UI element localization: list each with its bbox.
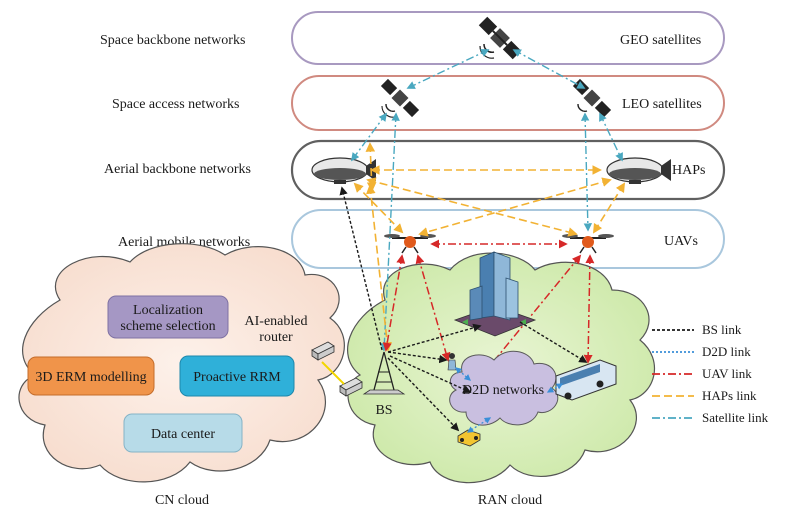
band-label-leo: LEO satellites (622, 97, 702, 112)
bs-label: BS (375, 403, 392, 418)
cn-cloud-label: CN cloud (155, 493, 209, 508)
band-label-uavs: UAVs (664, 234, 698, 249)
legend-item-uav-link: UAV link (652, 366, 752, 381)
user-icon (447, 353, 457, 371)
cn-box-datacenter[interactable]: Data center (123, 413, 243, 453)
layer-label-aerial-backbone: Aerial backbone networks (104, 162, 251, 177)
bs-link-hap (339, 186, 383, 351)
router-link (321, 361, 345, 385)
sat-link-geo-leo-right (512, 49, 586, 89)
band-label-haps: HAPs (672, 163, 705, 178)
bs-link-bus (519, 321, 588, 363)
layer-label-space-access: Space access networks (112, 97, 240, 112)
legend: BS link D2D link UAV link HAPs link Sate… (652, 322, 769, 425)
legend-label-d2d-link: D2D link (702, 344, 751, 359)
legend-item-haps-link: HAPs link (652, 388, 757, 403)
cn-box-localization[interactable]: Localization scheme selection (107, 295, 229, 339)
d2d-cloud-shape (449, 350, 559, 426)
d2d-link-bus (546, 383, 564, 393)
ran-cloud-label: RAN cloud (478, 493, 542, 508)
d2d-links (455, 367, 564, 433)
bs-link-car (387, 357, 460, 432)
sat-link-geo-leo-left (406, 49, 490, 89)
haps-link-hapr-uavl (418, 177, 612, 237)
band-label-geo: GEO satellites (620, 33, 701, 48)
legend-label-haps-link: HAPs link (702, 388, 757, 403)
legend-label-bs-link: BS link (702, 322, 742, 337)
legend-item-satellite-link: Satellite link (652, 410, 769, 425)
cn-box-erm-label: 3D ERM modelling (35, 370, 146, 385)
legend-item-d2d-link: D2D link (652, 344, 751, 359)
uav-link-uavr-bus (583, 254, 595, 364)
cn-box-datacenter-label: Data center (151, 427, 215, 442)
router-label-line2: router (259, 330, 293, 345)
legend-item-bs-link: BS link (652, 322, 742, 337)
bs-links (339, 186, 588, 432)
router-label-line1: AI-enabled (245, 314, 308, 329)
bs-link-building (387, 323, 482, 353)
layer-label-aerial-mobile: Aerial mobile networks (118, 235, 250, 250)
hap-right-airship-icon (606, 157, 671, 184)
legend-label-uav-link: UAV link (702, 366, 752, 381)
geo-satellite-icon (478, 16, 522, 60)
d2d-link-car (466, 417, 492, 433)
router-icon (311, 341, 335, 361)
cn-box-rrm[interactable]: Proactive RRM (179, 355, 295, 397)
d2d-link-user (455, 367, 471, 381)
bus-icon (555, 359, 617, 401)
cn-box-localization-line2: scheme selection (120, 319, 215, 334)
router-icon-2 (339, 377, 363, 397)
cn-box-localization-line1: Localization (133, 303, 203, 318)
sat-link-leo-hap (351, 112, 387, 162)
layer-label-space-backbone: Space backbone networks (100, 33, 245, 48)
legend-label-satellite-link: Satellite link (702, 410, 769, 425)
cn-box-rrm-label: Proactive RRM (193, 370, 281, 385)
uav-link-uavl-user (415, 254, 451, 362)
d2d-networks-label: D2D networks (462, 383, 544, 398)
haps-link-hapr-uavr (592, 182, 626, 234)
bs-tower-icon (362, 351, 406, 395)
cn-box-erm[interactable]: 3D ERM modelling (27, 356, 155, 396)
haps-link-geo-hap (365, 142, 377, 192)
skyscraper-icon (453, 251, 537, 337)
